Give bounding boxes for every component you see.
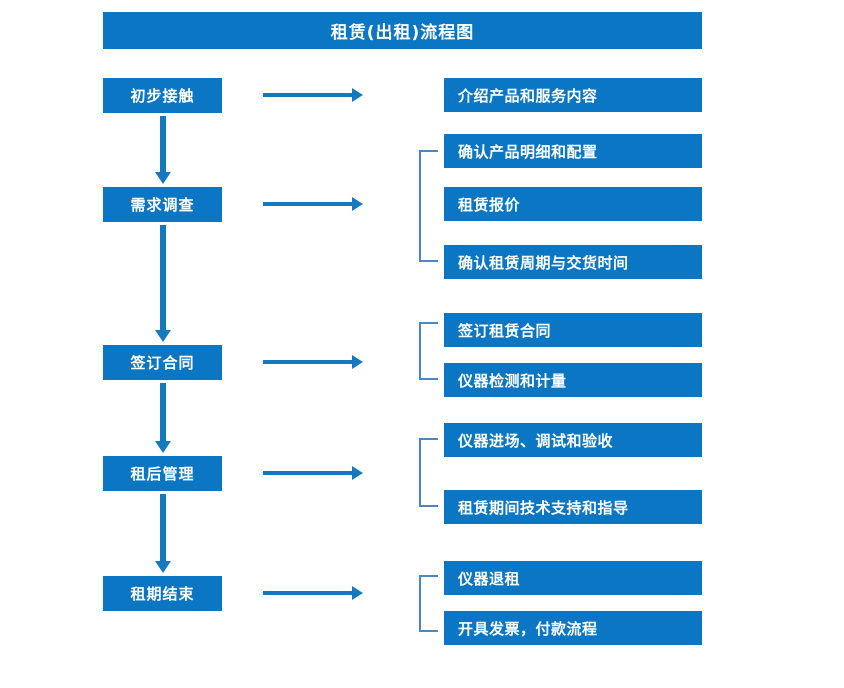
flow-arrow-down-1 [155, 116, 171, 184]
link-arrow-right-4 [263, 466, 363, 480]
flow-arrow-down-4 [155, 494, 171, 573]
detail-box-2[interactable]: 确认产品明细和配置 [444, 134, 702, 168]
chart-title: 租赁(出租)流程图 [103, 12, 702, 49]
detail-box-8[interactable]: 租赁期间技术支持和指导 [444, 490, 702, 524]
detail-box-7[interactable]: 仪器进场、调试和验收 [444, 423, 702, 457]
detail-box-9[interactable]: 仪器退租 [444, 561, 702, 595]
flow-arrow-down-2 [155, 225, 171, 342]
detail-box-5[interactable]: 签订租赁合同 [444, 313, 702, 347]
detail-box-6[interactable]: 仪器检测和计量 [444, 363, 702, 397]
detail-box-10[interactable]: 开具发票，付款流程 [444, 611, 702, 645]
link-arrow-right-3 [263, 355, 363, 369]
group-bracket-5 [419, 575, 438, 632]
stage-box-3[interactable]: 签订合同 [103, 345, 222, 380]
link-arrow-right-2 [263, 197, 363, 211]
group-bracket-2 [419, 150, 438, 262]
group-bracket-4 [419, 438, 438, 507]
link-arrow-right-1 [263, 88, 363, 102]
detail-box-1[interactable]: 介绍产品和服务内容 [444, 78, 702, 112]
stage-box-2[interactable]: 需求调查 [103, 187, 222, 222]
flow-arrow-down-3 [155, 383, 171, 453]
link-arrow-right-5 [263, 586, 363, 600]
stage-box-1[interactable]: 初步接触 [103, 78, 222, 113]
stage-box-4[interactable]: 租后管理 [103, 456, 222, 491]
detail-box-3[interactable]: 租赁报价 [444, 187, 702, 221]
group-bracket-3 [419, 322, 438, 380]
stage-box-5[interactable]: 租期结束 [103, 576, 222, 611]
detail-box-4[interactable]: 确认租赁周期与交货时间 [444, 245, 702, 279]
